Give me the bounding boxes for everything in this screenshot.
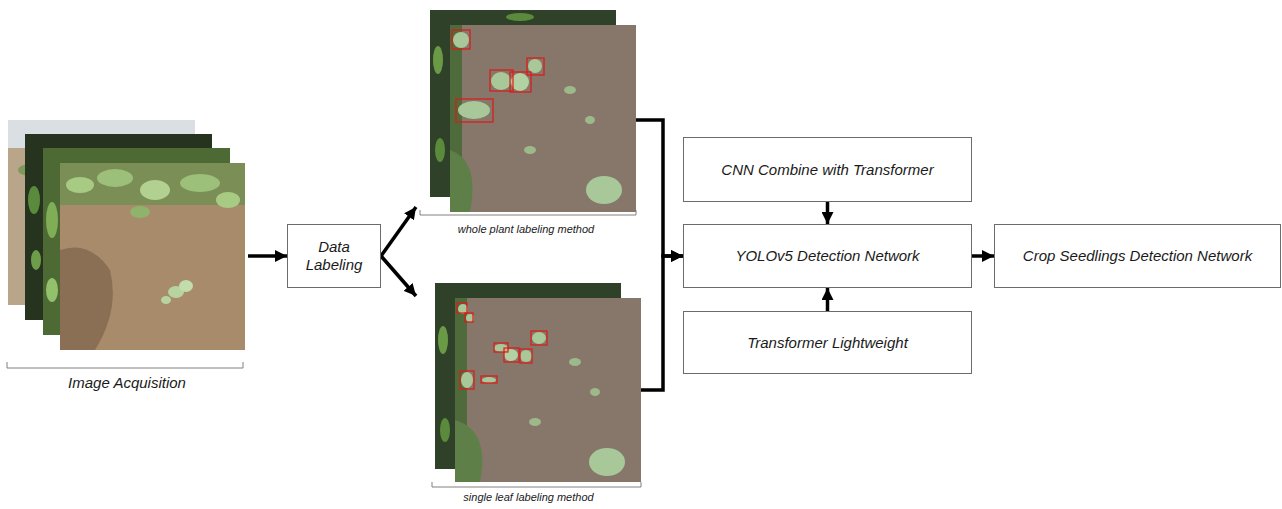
flow-arrow [248, 254, 287, 258]
photo-stack [435, 283, 641, 482]
photo-plant [66, 177, 94, 193]
photo-plants [455, 420, 482, 482]
photo-plant [97, 169, 133, 187]
bounding-box [504, 348, 519, 362]
photo-plant [433, 46, 443, 74]
photo-plant [461, 372, 473, 388]
photo-plant [435, 138, 445, 162]
process-box: Transformer Lightweight [683, 311, 972, 374]
photo-plant [438, 326, 448, 354]
bracket [7, 362, 243, 368]
photo-plant [466, 314, 474, 322]
bounding-box [460, 371, 474, 389]
node-label: Transformer Lightweight [747, 334, 908, 352]
photo-plant [46, 202, 58, 238]
photo-plant [458, 101, 490, 119]
image-group: single leaf labeling method [416, 280, 641, 506]
photo-plant [453, 32, 469, 48]
photo-plant [216, 192, 240, 208]
photo-plant [179, 280, 193, 292]
photo [455, 298, 641, 482]
node-label: Image Acquisition [68, 374, 186, 392]
photo-plant [31, 250, 41, 270]
photo [60, 163, 245, 350]
flow-arrow [381, 207, 416, 256]
bounding-box [452, 30, 470, 49]
node-label: YOLOv5 Detection Network [735, 247, 919, 265]
process-box: CNN Combine with Transformer [683, 137, 972, 202]
photo-plant [504, 349, 518, 361]
process-box: YOLOv5 Detection Network [683, 224, 972, 288]
photo-plant [161, 296, 171, 304]
photo-plant [529, 418, 541, 426]
photo-plant [585, 116, 595, 124]
flow-arrow [381, 256, 416, 296]
photo-plant [524, 146, 536, 154]
bounding-box [481, 376, 497, 383]
bounding-box [465, 313, 473, 322]
bounding-box [457, 303, 467, 313]
photo-plant [440, 418, 450, 442]
node-label: whole plant labeling method [458, 223, 594, 236]
photo-plant [180, 174, 220, 192]
bounding-box [520, 349, 532, 363]
image-group: Image Acquisition [6, 116, 248, 394]
photo-plant [482, 377, 496, 383]
flow-arrow [972, 254, 994, 258]
photo-plant [140, 180, 170, 200]
flow-arrow [826, 202, 830, 224]
bounding-box [531, 331, 547, 345]
photo-plant [589, 448, 625, 476]
bracket [420, 210, 636, 215]
photo-stack [430, 10, 636, 212]
photo [450, 25, 636, 212]
photo-stack [8, 120, 245, 350]
photo-plant [511, 73, 529, 91]
bracket [432, 482, 641, 487]
photo-plant [528, 59, 542, 73]
flow-arrow [826, 288, 830, 311]
photo-plant [532, 332, 546, 344]
flow-arrow [636, 120, 683, 256]
bounding-box [456, 99, 493, 122]
photo-plant [491, 72, 511, 90]
photo-plant [569, 358, 581, 366]
photo-plant [590, 388, 600, 396]
photo-plant [506, 13, 534, 21]
flow-arrow [641, 256, 683, 390]
process-box: Data Labeling [287, 224, 381, 288]
image-group: whole plant labeling method [416, 6, 636, 238]
node-label: single leaf labeling method [463, 491, 593, 504]
photo-plant [46, 278, 58, 302]
photo-plant [28, 186, 40, 214]
node-label: CNN Combine with Transformer [721, 161, 933, 179]
photo-plant [130, 206, 150, 218]
bounding-box [527, 58, 544, 75]
photo-shadow [60, 248, 113, 351]
photo-plant [520, 350, 532, 362]
process-box: Crop Seedlings Detection Network [994, 224, 1281, 288]
node-label: Data Labeling [296, 238, 372, 274]
node-label: Crop Seedlings Detection Network [1023, 247, 1252, 265]
photo-plant [586, 176, 622, 204]
photo-plants [450, 150, 473, 212]
photo-plant [564, 86, 576, 94]
